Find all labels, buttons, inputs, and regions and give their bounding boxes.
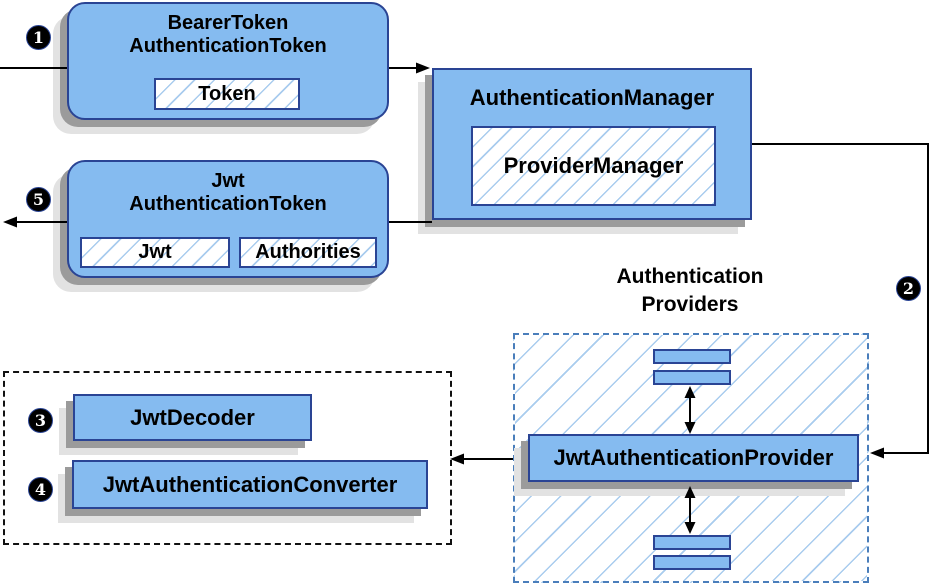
authorities-chip: Authorities: [239, 237, 377, 268]
arrowhead-into-converters-icon: [450, 453, 464, 465]
jwt-chip: Jwt: [80, 237, 230, 268]
arrowhead-into-provider-icon: [870, 447, 884, 459]
jwt-decoder-node: JwtDecoder: [73, 394, 312, 441]
arrowhead-right-icon: [416, 62, 430, 74]
provider-manager-chip: ProviderManager: [471, 126, 716, 206]
provider-placeholder-bar-top-2: [653, 370, 731, 385]
step-badge-5: 5: [26, 187, 51, 212]
jwt-authentication-provider-node: JwtAuthenticationProvider: [528, 434, 859, 482]
provider-placeholder-bar-bottom-2: [653, 555, 731, 570]
bearer-token-title: BearerToken AuthenticationToken: [69, 12, 387, 58]
token-chip: Token: [154, 78, 300, 110]
authentication-providers-label-line2: Providers: [641, 293, 739, 316]
provider-placeholder-bar-bottom-1: [653, 535, 731, 550]
authentication-providers-label: Authentication Providers: [590, 263, 790, 319]
jwt-token-title: Jwt AuthenticationToken: [69, 170, 387, 216]
arrowhead-left-exit-icon: [3, 216, 17, 228]
provider-placeholder-bar-top-1: [653, 349, 731, 364]
authentication-manager-node: AuthenticationManager ProviderManager: [432, 68, 752, 220]
step-badge-4: 4: [28, 477, 53, 502]
step-badge-3: 3: [28, 408, 53, 433]
step-badge-2: 2: [896, 276, 921, 301]
jwt-authentication-converter-node: JwtAuthenticationConverter: [72, 460, 428, 509]
jwt-authentication-token-node: Jwt AuthenticationToken Jwt Authorities: [67, 160, 389, 278]
bearer-token-title-line1: BearerToken: [167, 12, 289, 34]
jwt-token-title-line2: AuthenticationToken: [129, 193, 327, 215]
bearer-token-title-line2: AuthenticationToken: [129, 35, 327, 57]
authentication-providers-label-line1: Authentication: [616, 265, 764, 288]
authentication-manager-title: AuthenticationManager: [469, 85, 715, 110]
bearer-token-authentication-token-node: BearerToken AuthenticationToken Token: [67, 2, 389, 120]
step-badge-1: 1: [26, 25, 51, 50]
jwt-token-title-line1: Jwt: [211, 170, 245, 192]
